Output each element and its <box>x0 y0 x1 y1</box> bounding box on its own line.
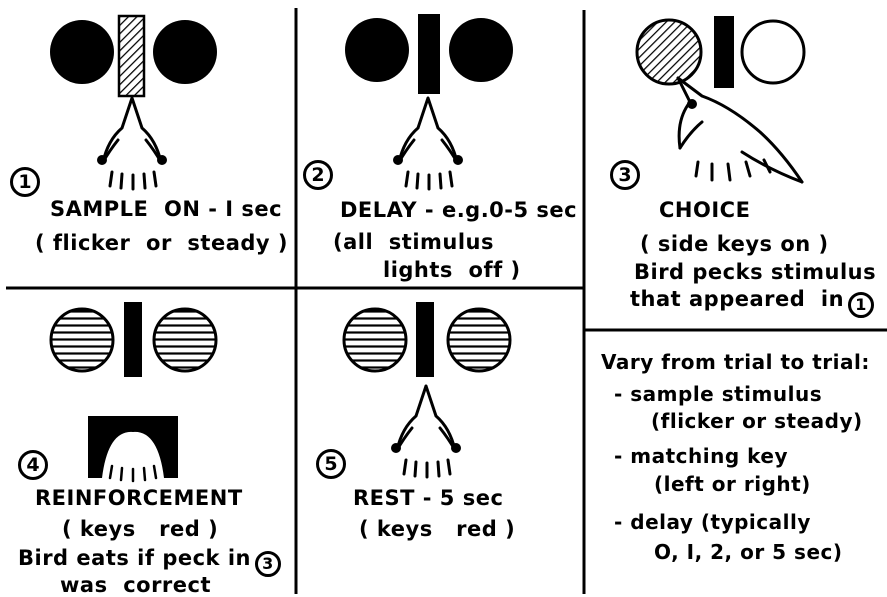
panel-5-keys <box>342 302 512 377</box>
notes-item-2-detail: (left or right) <box>654 472 811 496</box>
panel-3-title: CHOICE <box>659 198 751 222</box>
panel-4-feeder <box>88 416 178 483</box>
panel-3-line-2: ( side keys on ) <box>640 232 829 256</box>
panel-3-bird <box>676 76 804 184</box>
panel-1-keys <box>50 14 217 98</box>
panel-4-number: 4 <box>18 450 48 480</box>
notes-item-3-detail: O, I, 2, or 5 sec) <box>654 540 843 564</box>
panel-2-line-2: (all stimulus <box>333 230 495 254</box>
panel-2-line-3: lights off ) <box>383 258 521 282</box>
panel-4-title: REINFORCEMENT <box>35 486 243 510</box>
panel-5-subtitle: ( keys red ) <box>359 517 516 541</box>
notes-item-3: - delay (typically <box>614 510 811 534</box>
panel-dividers <box>6 8 887 594</box>
panel-4-ref-number: 3 <box>254 551 281 577</box>
panel-1-subtitle: ( flicker or steady ) <box>35 231 288 255</box>
panel-4-line-4: was correct <box>60 573 212 597</box>
panel-2-number: 2 <box>303 160 333 190</box>
panel-5-bird <box>391 384 461 479</box>
panel-2-bird <box>393 96 463 191</box>
panel-4-line-2: ( keys red ) <box>62 517 219 541</box>
notes-item-1: - sample stimulus <box>614 382 823 406</box>
panel-5-number: 5 <box>316 449 346 479</box>
panel-5-title: REST - 5 sec <box>353 486 504 510</box>
notes-item-2: - matching key <box>614 444 788 468</box>
panel-2-keys <box>345 14 513 94</box>
panel-1-bird <box>97 96 167 191</box>
panel-3-keys <box>635 16 806 88</box>
panel-1-title: SAMPLE ON - I sec <box>50 197 283 221</box>
panel-4-keys <box>49 302 218 377</box>
panel-3-ref-number: 1 <box>848 292 875 318</box>
panel-3-line-3: Bird pecks stimulus <box>634 260 877 284</box>
notes-item-1-detail: (flicker or steady) <box>651 409 863 433</box>
panel-2-title: DELAY - e.g.0-5 sec <box>340 198 578 222</box>
panel-1-number: 1 <box>10 167 40 197</box>
panel-3-number: 3 <box>610 160 640 190</box>
notes-heading: Vary from trial to trial: <box>601 350 870 374</box>
